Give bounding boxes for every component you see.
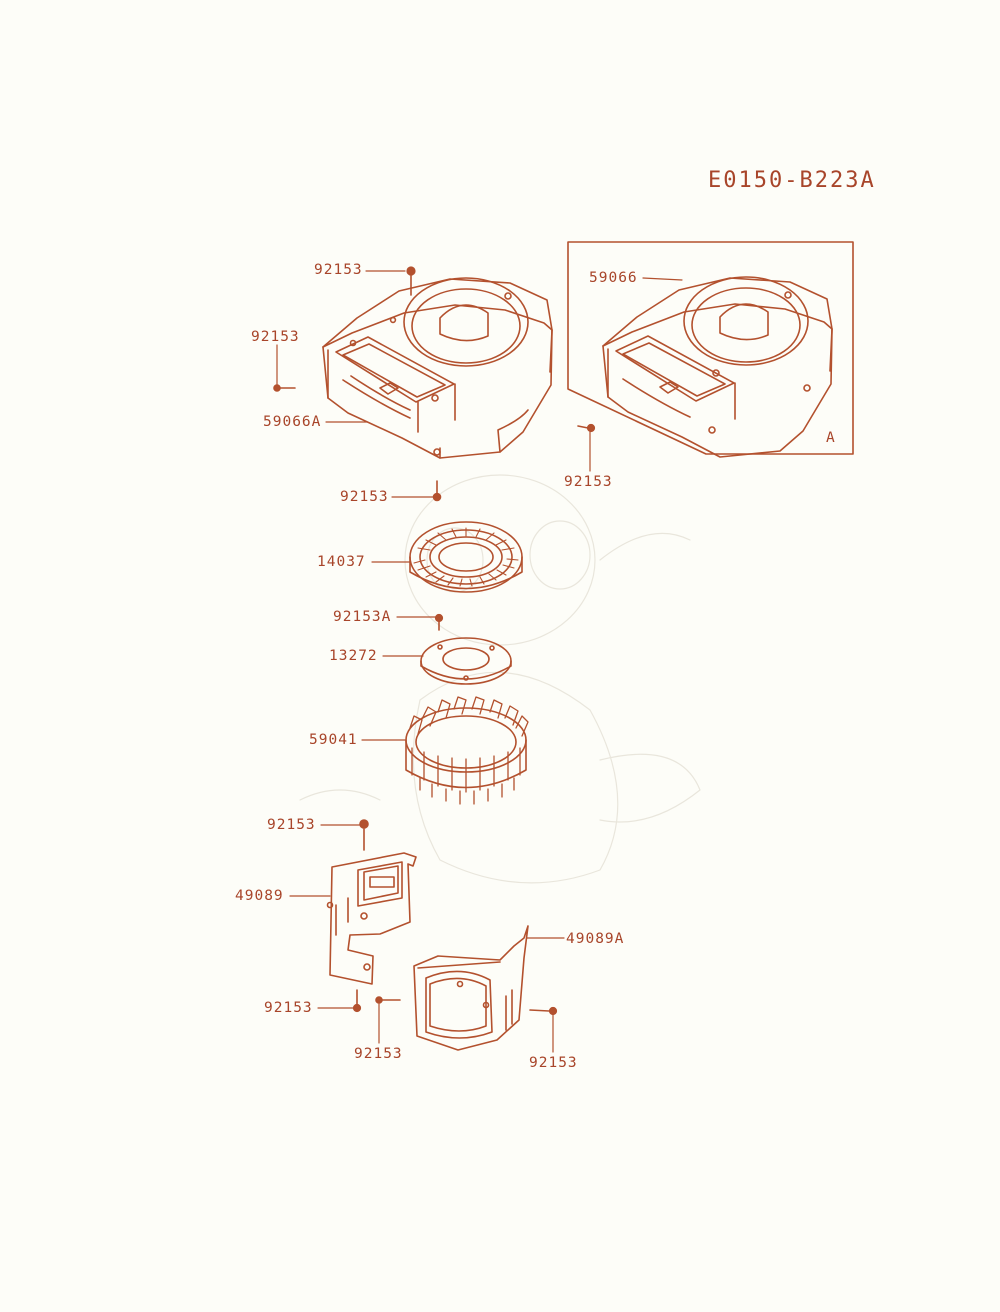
inset-frame: [567, 241, 854, 455]
blower-housing-59066: [602, 276, 833, 458]
part-label[interactable]: 13272: [329, 648, 378, 664]
cooling-fan-59041: [405, 696, 529, 805]
cover-49089: [326, 852, 417, 985]
part-label[interactable]: 59066A: [263, 414, 322, 430]
part-label[interactable]: 92153: [340, 489, 389, 505]
part-label[interactable]: 92153: [251, 329, 300, 345]
watermark: [299, 474, 701, 884]
part-label[interactable]: 49089A: [566, 931, 625, 947]
inset-letter: A: [826, 430, 836, 446]
part-label[interactable]: 92153: [564, 474, 613, 490]
part-label[interactable]: 92153A: [333, 609, 392, 625]
diagram-code: E0150-B223A: [708, 168, 876, 193]
leader-lines: [276, 270, 683, 1053]
plate-13272: [420, 637, 512, 685]
rotating-screen-14037: [409, 521, 523, 593]
blower-housing-59066A: [322, 277, 553, 459]
part-label[interactable]: 59066: [589, 270, 638, 286]
part-label[interactable]: 49089: [235, 888, 284, 904]
part-label[interactable]: 59041: [309, 732, 358, 748]
part-label[interactable]: 14037: [317, 554, 366, 570]
part-label[interactable]: 92153: [314, 262, 363, 278]
part-label[interactable]: 92153: [267, 817, 316, 833]
part-label[interactable]: 92153: [354, 1046, 403, 1062]
cover-49089A: [413, 925, 529, 1051]
part-label[interactable]: 92153: [529, 1055, 578, 1071]
part-label[interactable]: 92153: [264, 1000, 313, 1016]
